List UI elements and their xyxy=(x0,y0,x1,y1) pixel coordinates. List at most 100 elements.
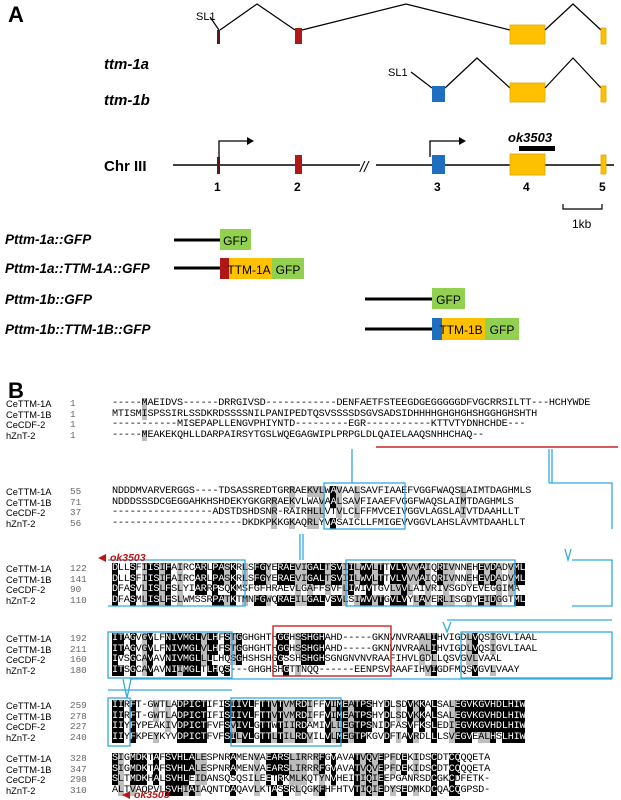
sequence-start: 160 xyxy=(70,654,87,666)
sequence-name: hZnT-2 xyxy=(6,431,36,442)
construct-2-gfp xyxy=(272,258,304,279)
tm-box xyxy=(572,559,613,607)
isoform-a-intron-2 xyxy=(301,3,511,31)
exon-number-5: 5 xyxy=(599,180,606,194)
sequence-name: CeTTM-1A xyxy=(6,634,52,644)
sequence-name: CeCDF-2 xyxy=(6,655,46,666)
panel-a-label: A xyxy=(8,2,24,27)
sequence-start: 55 xyxy=(70,486,82,497)
sequence-residues: SIGMDKTAFSVHLALESPNRAMENVAEARSLIRRRFGVAV… xyxy=(112,763,490,775)
isoform-b-sl1: SL1 xyxy=(388,67,408,79)
isoform-a-exon-2 xyxy=(295,28,302,44)
exon-number-2: 2 xyxy=(294,180,301,194)
sequence-residues: ITSGCAVAVNIIMGLTLHQS---GHGHSHGTTNQQ-----… xyxy=(112,665,520,677)
isoform-b-exon-3 xyxy=(432,86,445,102)
sequence-start: 298 xyxy=(70,774,87,786)
sequence-start: 1 xyxy=(70,408,76,420)
sequence-start: 71 xyxy=(70,496,82,508)
deletion-label: ok3503 xyxy=(508,130,553,145)
isoform-b-exon-5 xyxy=(600,85,607,103)
panel-b-label: B xyxy=(8,378,24,403)
sequence-start: 37 xyxy=(70,507,82,519)
sequence-start: 192 xyxy=(70,633,87,644)
construct-2-ttm-label: TTM-1A xyxy=(227,263,270,277)
isoform-b-intron-2 xyxy=(544,57,602,89)
construct-4-exon xyxy=(432,318,442,340)
isoform-b-intron-1 xyxy=(444,57,511,89)
construct-1-gfp xyxy=(220,229,251,250)
sequence-residues: SIGMDKTAFSVHLALESPNRAMENVAEARSLIRRRFGVAV… xyxy=(112,753,490,764)
sequence-residues: ALTVAQPVLSVHIAIAQNTDAQAVLKTASSRLQGKFHFHT… xyxy=(112,785,490,797)
construct-2-exon xyxy=(220,258,229,279)
exon-number-3: 3 xyxy=(434,180,441,194)
sequence-start: 110 xyxy=(70,595,87,607)
isoform-b-exon-4 xyxy=(509,82,546,103)
isoform-a-intron-1 xyxy=(219,3,296,31)
chr-exon-3 xyxy=(432,155,445,174)
isoform-a-exon-1 xyxy=(217,30,220,44)
sequence-start: 180 xyxy=(70,665,87,677)
sequence-name: CeCDF-2 xyxy=(6,508,46,519)
sequence-start: 259 xyxy=(70,700,87,711)
sequence-name: CeCDF-2 xyxy=(6,722,46,733)
sequence-start: 141 xyxy=(70,573,87,585)
promoter-arrow-a xyxy=(218,140,247,158)
sequence-start: 328 xyxy=(70,753,87,764)
isoform-a-label: ttm-1a xyxy=(104,56,149,73)
chr-exon-4 xyxy=(509,153,546,176)
construct-4-ttm-label: TTM-1B xyxy=(439,323,482,337)
chromosome-label: Chr III xyxy=(104,158,147,175)
isoform-a-exon-5 xyxy=(600,27,607,45)
sequence-name: hZnT-2 xyxy=(6,733,36,744)
sequence-start: 227 xyxy=(70,721,87,733)
construct-2-gfp-label: GFP xyxy=(276,263,301,277)
sequence-start: 278 xyxy=(70,710,87,722)
deletion-marker-1 xyxy=(98,554,106,562)
exon-number-4: 4 xyxy=(523,180,530,194)
sequence-start: 122 xyxy=(70,563,87,574)
sequence-start: 56 xyxy=(70,518,82,530)
sequence-residues: SLTMDKHALSVHLEIDANSQSQSILEETRKMLKQTYNVHE… xyxy=(112,774,490,786)
sequence-start: 90 xyxy=(70,584,82,596)
sequence-name: CeTTM-1A xyxy=(6,487,52,497)
sequence-name: CeTTM-1B xyxy=(6,409,52,420)
deletion-bar xyxy=(519,146,555,151)
chr-exon-1 xyxy=(217,157,220,174)
gene-structure-diagram: ttm-1a SL1 ttm-1b SL1 Chr III // ok3503 … xyxy=(5,3,614,340)
sequence-name: CeTTM-1B xyxy=(6,574,52,585)
construct-1-label: Pttm-1a::GFP xyxy=(5,232,92,247)
construct-3-gfp-label: GFP xyxy=(436,293,461,307)
sequence-residues: MTISMISPSSIRLSSDKRDSSSSNILPANIPEDTQSVSSS… xyxy=(112,408,538,420)
tm-box xyxy=(549,482,613,529)
chr-exon-5 xyxy=(600,154,607,175)
sequence-name: CeTTM-1B xyxy=(6,497,52,508)
isoform-a-intron-3 xyxy=(544,3,602,31)
sequence-residues: -----MEAKEKQHLLDARPAIRSYTGSLWQEGAGWIPLPR… xyxy=(112,430,484,442)
sequence-start: 1 xyxy=(70,430,76,442)
isoform-b-label: ttm-1b xyxy=(104,92,150,109)
sequence-residues: -----MAEIDVS------DRRGIVSD------------DE… xyxy=(112,398,591,409)
sequence-start: 1 xyxy=(70,398,76,409)
sequence-start: 347 xyxy=(70,763,87,775)
construct-1-gfp-label: GFP xyxy=(223,234,248,248)
exon-number-1: 1 xyxy=(214,180,221,194)
sequence-start: 240 xyxy=(70,732,87,744)
construct-3-gfp xyxy=(432,288,465,309)
scale-bar xyxy=(562,204,603,210)
sequence-name: hZnT-2 xyxy=(6,666,36,677)
sequence-start: 1 xyxy=(70,419,76,431)
sequence-name: CeCDF-2 xyxy=(6,420,46,431)
sequence-alignment: CeTTM-1A 1 -----MAEIDVS------DRRGIVSD-----… xyxy=(0,396,621,800)
sequence-name: CeTTM-1B xyxy=(6,764,52,775)
sequence-name: hZnT-2 xyxy=(6,786,36,797)
sequence-residues: DFASMLISLFSLWMSSRPATKTMNFGWQRAEILGALVSVL… xyxy=(112,595,526,607)
sequence-start: 310 xyxy=(70,785,87,797)
construct-4-gfp-label: GFP xyxy=(490,323,515,337)
sequence-name: CeCDF-2 xyxy=(6,775,46,786)
construct-4-gfp xyxy=(485,318,519,340)
construct-2-label: Pttm-1a::TTM-1A::GFP xyxy=(5,261,151,276)
construct-2-ttm-box xyxy=(229,258,272,279)
construct-3-label: Pttm-1b::GFP xyxy=(5,292,93,307)
sequence-name: CeTTM-1B xyxy=(6,644,52,655)
isoform-a-exon-4 xyxy=(509,24,546,45)
